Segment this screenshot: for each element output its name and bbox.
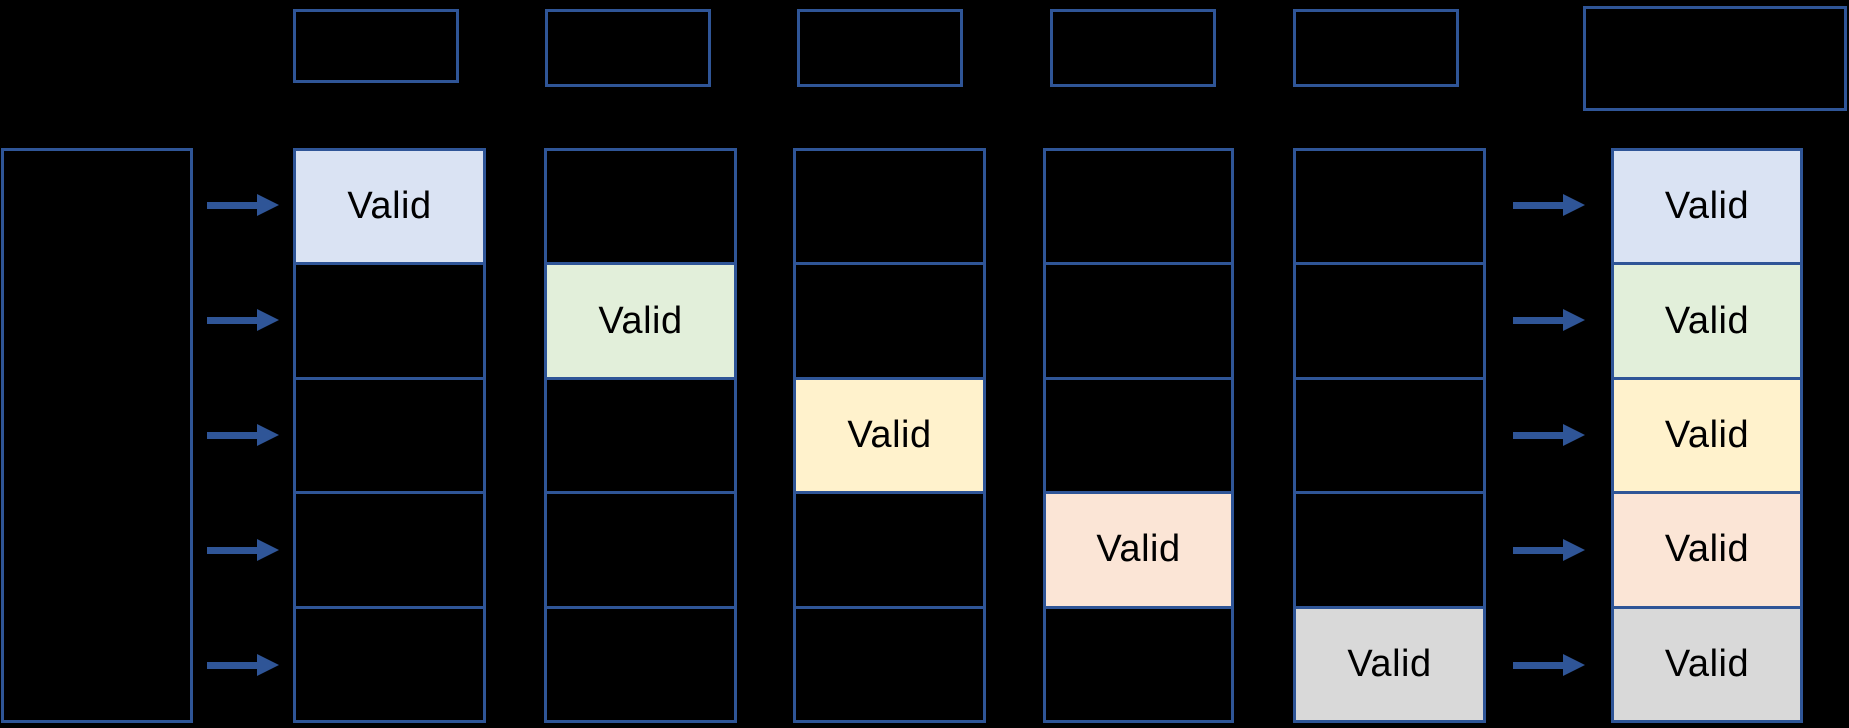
empty-cell [796,491,983,605]
empty-cell [1296,151,1483,262]
stage-column-5: Valid [1293,148,1486,723]
valid-cell: Valid [1614,376,1800,492]
flow-arrow-right-icon [207,539,279,561]
valid-cell: Valid [1296,605,1483,721]
valid-cell: Valid [296,151,483,263]
valid-cell-label: Valid [1664,528,1750,571]
empty-cell [1046,151,1231,262]
valid-cell-label: Valid [598,299,683,342]
empty-cell [1296,262,1483,376]
empty-cell [796,262,983,376]
empty-cell [796,605,983,720]
valid-cell: Valid [1614,605,1800,721]
valid-cell: Valid [547,262,734,377]
empty-cell [296,491,483,605]
valid-cell-label: Valid [847,414,932,457]
valid-cell-label: Valid [1664,414,1750,457]
flow-arrow-right-icon [1513,424,1585,446]
valid-cell-label: Valid [1347,642,1432,685]
flow-arrow-right-icon [207,424,279,446]
input-box [1,148,193,723]
empty-cell [547,605,734,720]
flow-arrow-right-icon [1513,309,1585,331]
empty-cell [1046,605,1231,720]
valid-cell: Valid [1614,262,1800,377]
valid-cell: Valid [1614,151,1800,263]
output-header-box [1583,6,1847,111]
valid-cell-label: Valid [1664,185,1750,228]
empty-cell [296,262,483,376]
header-box-2 [545,9,711,87]
valid-cell: Valid [1046,491,1231,606]
empty-cell [547,491,734,605]
empty-cell [1046,262,1231,376]
flow-arrow-right-icon [1513,654,1585,676]
empty-cell [296,605,483,720]
valid-cell: Valid [796,376,983,492]
valid-cell-label: Valid [1096,528,1181,571]
stage-column-1: Valid [293,148,486,723]
valid-cell-label: Valid [1664,299,1750,342]
valid-cell: Valid [1614,491,1800,606]
valid-cell-label: Valid [347,185,432,228]
stage-column-3: Valid [793,148,986,723]
header-box-4 [1050,9,1216,87]
flow-arrow-right-icon [207,654,279,676]
flow-arrow-right-icon [207,194,279,216]
header-box-3 [797,9,963,87]
header-box-1 [293,9,459,83]
empty-cell [1296,491,1483,605]
flow-arrow-right-icon [1513,194,1585,216]
stage-column-4: Valid [1043,148,1234,723]
empty-cell [1046,376,1231,491]
flow-arrow-right-icon [1513,539,1585,561]
header-box-5 [1293,9,1459,87]
empty-cell [547,151,734,262]
empty-cell [547,376,734,491]
stage-column-2: Valid [544,148,737,723]
empty-cell [796,151,983,262]
valid-cell-label: Valid [1664,642,1750,685]
flow-arrow-right-icon [207,309,279,331]
empty-cell [1296,376,1483,491]
empty-cell [296,376,483,491]
